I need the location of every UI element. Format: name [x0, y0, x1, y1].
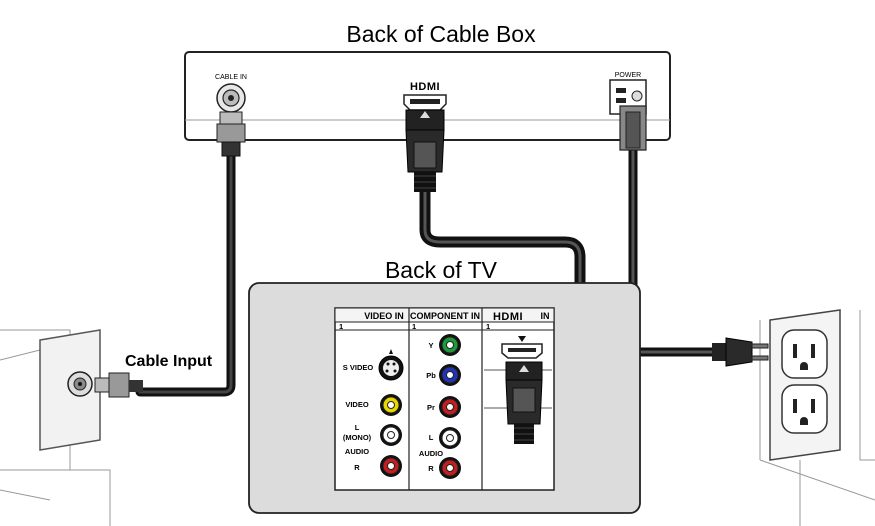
- power-cable: [628, 145, 725, 357]
- s-video-label: S VIDEO: [343, 363, 374, 372]
- y-port: [439, 334, 461, 356]
- box-hdmi-port: [403, 94, 447, 111]
- component-audio-l-port: [439, 427, 461, 449]
- right-wall-outline: [759, 310, 875, 526]
- tv-title: Back of TV: [385, 257, 498, 283]
- power-label: POWER: [615, 72, 641, 79]
- video-in-header: VIDEO IN: [364, 311, 404, 321]
- video-in-num: 1: [339, 322, 343, 331]
- cable-box-title: Back of Cable Box: [346, 21, 536, 47]
- coax-connector-top: [216, 111, 246, 157]
- audio-l-port: [380, 424, 402, 446]
- audio-r-label: R: [354, 463, 360, 472]
- power-plug-top: [619, 105, 647, 151]
- component-audio-r-port: [439, 457, 461, 479]
- hdmi-in-num: 1: [486, 322, 490, 331]
- audio-r-port: [380, 455, 402, 477]
- pr-port: [439, 396, 461, 418]
- cable-input-label: Cable Input: [125, 353, 213, 370]
- component-in-num: 1: [412, 322, 416, 331]
- coax-cable: [135, 135, 236, 397]
- video-port: [380, 394, 402, 416]
- wall-coax-connector: [67, 371, 143, 398]
- cable-in-label: CABLE IN: [215, 74, 247, 81]
- cable-in-port: CABLE IN: [215, 74, 247, 113]
- component-r-label: R: [428, 464, 434, 473]
- component-l-label: L: [429, 433, 434, 442]
- component-in-header: COMPONENT IN: [410, 311, 480, 321]
- video-label: VIDEO: [345, 400, 369, 409]
- tv-hdmi-port: [501, 336, 543, 359]
- mono-label: (MONO): [343, 433, 372, 442]
- y-label: Y: [428, 341, 433, 350]
- hdmi-in-suffix: IN: [541, 311, 550, 321]
- box-hdmi-logo: HDMI: [410, 81, 440, 93]
- audio-label: AUDIO: [345, 447, 369, 456]
- wall-outlet-plate: [769, 309, 841, 461]
- pr-label: Pr: [427, 403, 435, 412]
- component-audio-label: AUDIO: [419, 449, 443, 458]
- l-mono-label: L: [355, 423, 360, 432]
- tv-hdmi-plug: [505, 361, 543, 444]
- pb-port: [439, 364, 461, 386]
- hdmi-in-logo: HDMI: [493, 311, 523, 323]
- power-plug-outlet: [712, 337, 769, 367]
- s-video-port: [378, 349, 404, 381]
- pb-label: Pb: [426, 371, 436, 380]
- hdmi-plug-top: [405, 109, 445, 192]
